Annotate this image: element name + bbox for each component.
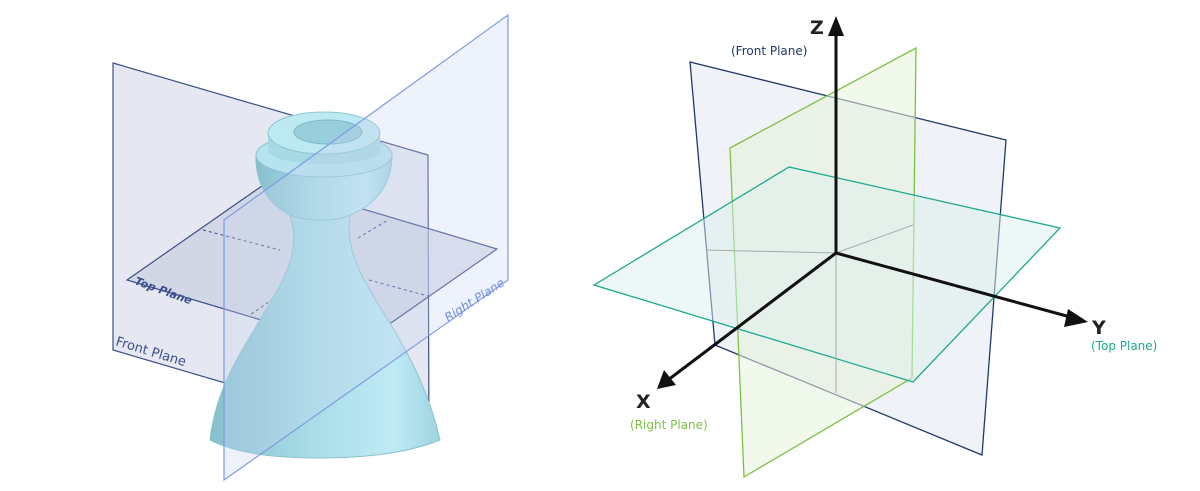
right-figure: Z (Front Plane) Y (Top Plane) X (Right P… <box>592 16 1157 479</box>
x-axis-arrow <box>657 370 676 389</box>
left-figure: Top Plane Front Plane Right Plane <box>112 13 509 482</box>
top-plane-label: (Top Plane) <box>1091 339 1157 353</box>
vase-part <box>209 111 441 459</box>
hidden-edge <box>202 229 281 251</box>
hidden-edge <box>368 279 429 297</box>
right-plane-label: (Right Plane) <box>630 418 708 432</box>
hidden-edge <box>705 249 837 254</box>
hidden-edge <box>835 224 914 254</box>
right-plane <box>223 13 509 482</box>
y-axis <box>835 251 1075 320</box>
top-plane <box>592 166 1062 383</box>
y-axis-label: Y <box>1091 317 1106 339</box>
x-axis-label: X <box>636 391 651 413</box>
front-plane-label: (Front Plane) <box>731 44 807 58</box>
x-axis <box>667 251 837 382</box>
z-axis-arrow <box>828 16 844 36</box>
y-axis-arrow <box>1064 309 1088 327</box>
z-axis-label: Z <box>810 17 824 39</box>
